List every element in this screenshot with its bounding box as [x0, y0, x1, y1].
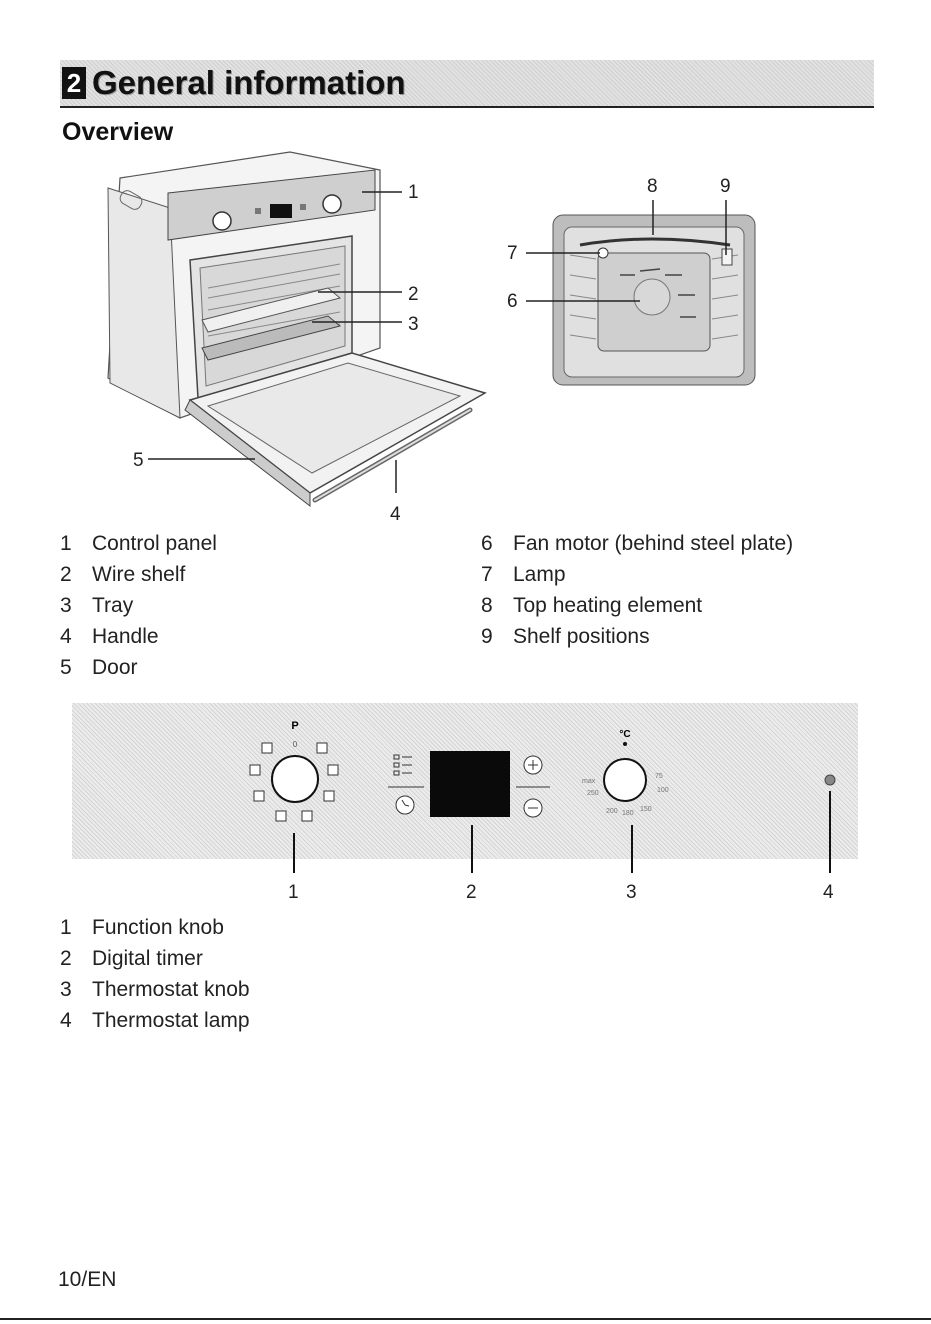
legend-label: Tray [92, 594, 133, 617]
legend-number: 8 [481, 594, 513, 618]
legend-number: 2 [60, 947, 92, 971]
thermostat-unit-label: °C [619, 729, 630, 740]
function-symbol-icon [276, 811, 286, 821]
thermostat-mark: 200 [606, 808, 618, 815]
thermostat-mark: 75 [655, 773, 663, 780]
legend-number: 2 [60, 563, 92, 587]
callout-1: 1 [408, 182, 419, 204]
bottom-divider [0, 1318, 931, 1320]
legend-label: Fan motor (behind steel plate) [513, 532, 793, 555]
thermostat-mark: 150 [640, 806, 652, 813]
control-panel-drawing: P 0 °C max 250 200 180 150 100 75 [72, 703, 858, 903]
legend-label: Control panel [92, 532, 217, 555]
legend-label: Door [92, 656, 138, 679]
callout-9: 9 [720, 176, 731, 198]
thermostat-mark: 250 [587, 790, 599, 797]
legend-number: 4 [60, 1009, 92, 1033]
timer-display [430, 751, 510, 817]
legend-label: Lamp [513, 563, 566, 586]
legend-number: 1 [60, 916, 92, 940]
function-symbol-icon [262, 743, 272, 753]
callout-5: 5 [133, 450, 144, 472]
legend-number: 6 [481, 532, 513, 556]
legend-label: Handle [92, 625, 159, 648]
callout-3: 3 [408, 314, 419, 336]
legend-number: 7 [481, 563, 513, 587]
panel-callout-2: 2 [466, 882, 477, 904]
function-knob-p-label: P [291, 720, 298, 732]
section-title: General information [92, 64, 406, 102]
panel-callout-4: 4 [823, 882, 834, 904]
legend-number: 9 [481, 625, 513, 649]
function-symbol-icon [302, 811, 312, 821]
legend-number: 1 [60, 532, 92, 556]
function-symbol-icon [254, 791, 264, 801]
section-header: 2 General information [60, 60, 874, 108]
function-knob[interactable] [272, 756, 318, 802]
legend-number: 4 [60, 625, 92, 649]
callout-4: 4 [390, 504, 401, 526]
function-symbol-icon [324, 791, 334, 801]
thermostat-mark: max [582, 778, 596, 785]
legend-number: 3 [60, 594, 92, 618]
legend-label: Function knob [92, 916, 224, 939]
cavity-illustration [500, 195, 770, 395]
section-number: 2 [62, 67, 86, 99]
legend-label: Thermostat knob [92, 978, 250, 1001]
legend-label: Wire shelf [92, 563, 185, 586]
legend-label: Shelf positions [513, 625, 650, 648]
legend-number: 3 [60, 978, 92, 1002]
thermostat-mark: 100 [657, 787, 669, 794]
legend-label: Top heating element [513, 594, 702, 617]
callout-2: 2 [408, 284, 419, 306]
function-symbol-icon [317, 743, 327, 753]
callout-6: 6 [507, 291, 518, 313]
legend-label: Thermostat lamp [92, 1009, 250, 1032]
panel-callout-3: 3 [626, 882, 637, 904]
thermostat-knob[interactable] [604, 759, 646, 801]
page-number: 10/EN [58, 1268, 116, 1292]
legend-label: Digital timer [92, 947, 203, 970]
function-knob-zero-label: 0 [293, 740, 298, 749]
panel-callout-1: 1 [288, 882, 299, 904]
oven-illustration [90, 148, 510, 528]
function-symbol-icon [250, 765, 260, 775]
callout-8: 8 [647, 176, 658, 198]
thermostat-mark: 180 [622, 810, 634, 817]
function-symbol-icon [328, 765, 338, 775]
callout-7: 7 [507, 243, 518, 265]
page-subtitle: Overview [62, 118, 173, 147]
legend-number: 5 [60, 656, 92, 680]
thermostat-lamp-indicator [825, 775, 835, 785]
